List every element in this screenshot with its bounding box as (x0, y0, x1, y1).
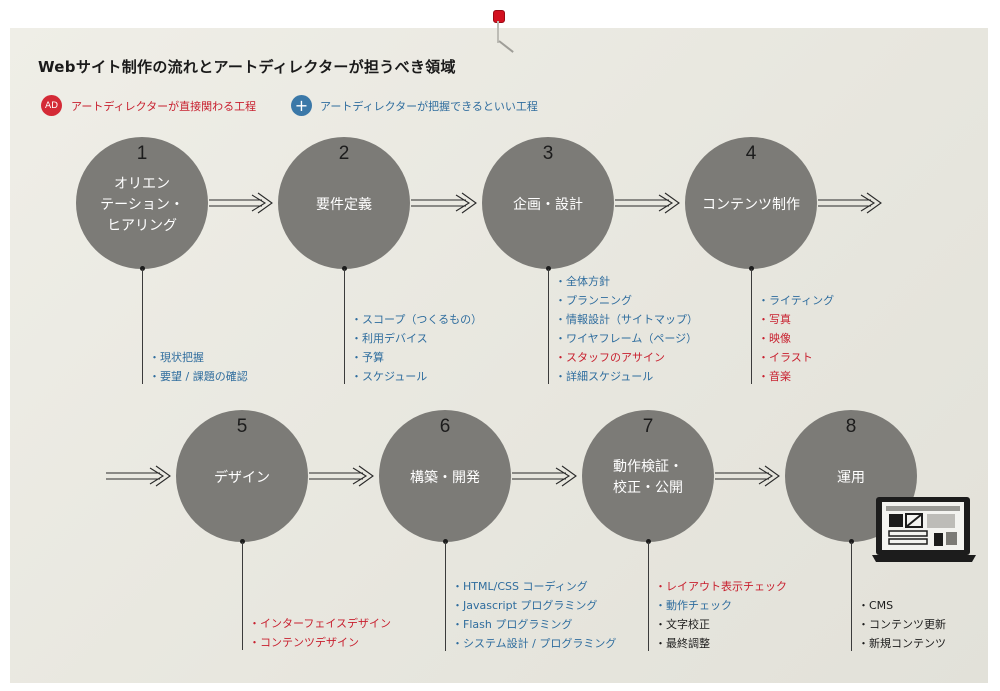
step-number: 4 (745, 143, 757, 164)
task-item: ・予算 (351, 351, 384, 364)
step-name: 企画・設計 (513, 196, 583, 213)
task-item: ・要望 / 課題の確認 (149, 370, 248, 383)
step-name: 要件定義 (316, 196, 372, 213)
task-item: ・全体方針 (555, 275, 610, 288)
pushpin-icon (493, 10, 505, 23)
diagram-board (10, 28, 988, 683)
connector-line (344, 269, 345, 384)
task-item: ・コンテンツ更新 (858, 618, 946, 631)
step-name: テーション・ (100, 196, 184, 213)
step-number: 1 (136, 143, 148, 164)
step-number: 7 (642, 416, 654, 437)
task-item: ・動作チェック (655, 599, 732, 612)
step-name: 校正・公開 (613, 480, 683, 496)
connector-line (445, 542, 446, 651)
task-item: ・プランニング (555, 294, 632, 307)
step-name: コンテンツ制作 (702, 196, 800, 213)
task-item: ・新規コンテンツ (858, 637, 946, 650)
step-circle-2: 2 要件定義 (278, 137, 410, 269)
task-item: ・文字校正 (655, 618, 710, 631)
task-item: ・写真 (758, 313, 791, 326)
task-item: ・Javascript プログラミング (452, 599, 598, 612)
legend-direct-label: アートディレクターが直接関わる工程 (71, 100, 257, 113)
connector-dot (240, 539, 245, 544)
step-number: 5 (236, 416, 248, 437)
double-arrow-icon (411, 192, 477, 214)
connector-line (142, 269, 143, 384)
task-item: ・スケジュール (351, 370, 428, 383)
connector-dot (546, 266, 551, 271)
connector-dot (443, 539, 448, 544)
connector-line (242, 542, 243, 650)
double-arrow-icon (818, 192, 882, 214)
task-item: ・ワイヤフレーム（ページ） (555, 332, 698, 345)
step-name: 運用 (837, 469, 865, 486)
connector-dot (342, 266, 347, 271)
step-number: 3 (542, 143, 554, 164)
step-name: オリエン (114, 175, 170, 192)
plus-badge-icon: + (291, 95, 312, 116)
task-item: ・システム設計 / プログラミング (452, 637, 617, 650)
task-item: ・映像 (758, 332, 791, 345)
task-item: ・音楽 (758, 370, 791, 383)
step-circle-3: 3 企画・設計 (482, 137, 614, 269)
connector-dot (849, 539, 854, 544)
task-item: ・Flash プログラミング (452, 618, 573, 631)
step-number: 2 (338, 143, 350, 164)
double-arrow-icon (512, 465, 577, 487)
task-item: ・イラスト (758, 351, 813, 364)
connector-dot (749, 266, 754, 271)
task-item: ・情報設計（サイトマップ） (555, 313, 698, 326)
connector-line (648, 542, 649, 651)
double-arrow-icon (209, 192, 273, 214)
task-item: ・利用デバイス (351, 332, 428, 345)
task-item: ・スタッフのアサイン (555, 351, 665, 364)
pushpin-needle (497, 21, 499, 43)
task-item: ・現状把握 (149, 351, 204, 364)
connector-line (851, 542, 852, 651)
legend-grasp-label: アートディレクターが把握できるといい工程 (320, 100, 538, 113)
step-name: デザイン (214, 469, 270, 486)
step-name: 動作検証・ (613, 459, 683, 475)
double-arrow-icon (309, 465, 374, 487)
task-item: ・インターフェイスデザイン (249, 617, 392, 630)
connector-dot (646, 539, 651, 544)
connector-line (548, 269, 549, 384)
task-item: ・HTML/CSS コーディング (452, 580, 588, 593)
double-arrow-icon (715, 465, 780, 487)
task-item: ・ライティング (758, 294, 835, 307)
task-item: ・詳細スケジュール (555, 370, 654, 383)
task-item: ・スコープ（つくるもの） (351, 313, 483, 326)
connector-line (751, 269, 752, 384)
task-item: ・最終調整 (655, 637, 710, 650)
laptop-icon (872, 497, 976, 562)
step-name: ヒアリング (107, 217, 177, 234)
step-circle-4: 4 コンテンツ制作 (685, 137, 817, 269)
connector-dot (140, 266, 145, 271)
ad-badge-icon: AD (41, 95, 62, 116)
step-circle-5: 5 デザイン (176, 410, 308, 542)
step-circle-7: 7 動作検証・校正・公開 (582, 410, 714, 542)
step-name: 構築・開発 (410, 469, 480, 486)
step-circle-6: 6 構築・開発 (379, 410, 511, 542)
step-circle-1: 1 オリエンテーション・ヒアリング (76, 137, 208, 269)
step-number: 6 (439, 416, 451, 437)
task-item: ・コンテンツデザイン (249, 636, 359, 649)
double-arrow-icon (106, 465, 171, 487)
task-item: ・レイアウト表示チェック (655, 580, 787, 593)
diagram-title: Webサイト制作の流れとアートディレクターが担うべき領域 (38, 58, 456, 76)
step-number: 8 (845, 416, 857, 437)
task-item: ・CMS (858, 599, 894, 612)
double-arrow-icon (615, 192, 680, 214)
